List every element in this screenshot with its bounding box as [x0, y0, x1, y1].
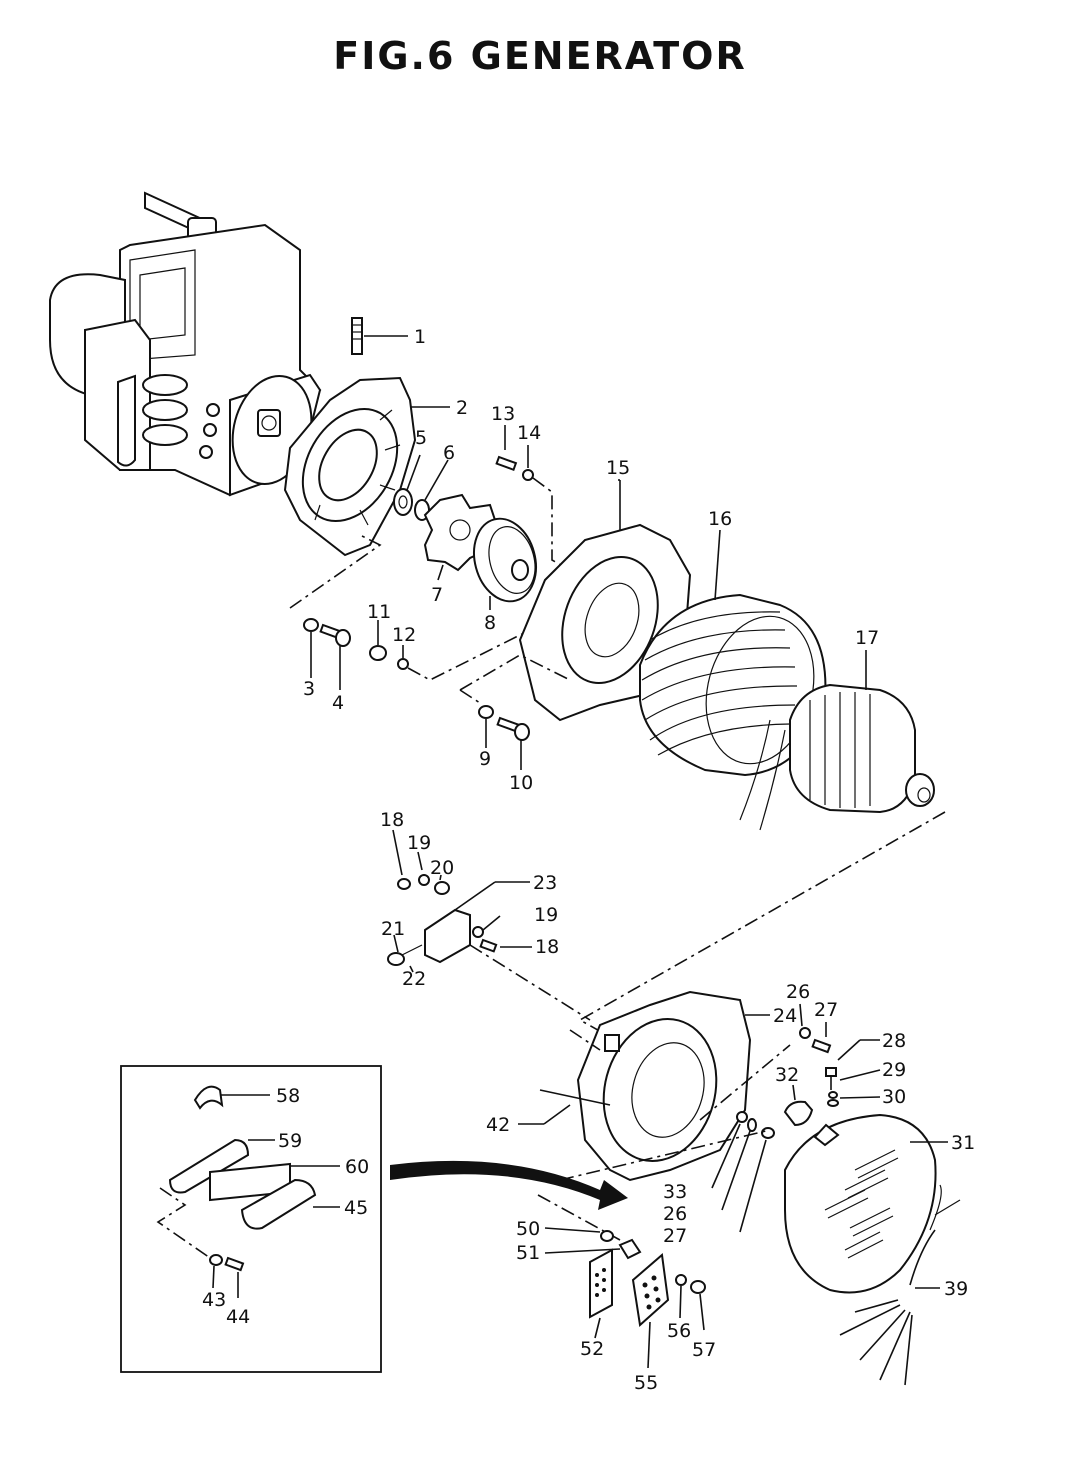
part-8-hub	[473, 517, 537, 610]
label-16: 16	[708, 508, 732, 530]
label-59: 59	[278, 1130, 302, 1152]
label-14: 14	[517, 422, 541, 444]
label-6: 6	[443, 442, 455, 464]
label-1: 1	[414, 326, 426, 348]
label-45: 45	[344, 1197, 368, 1219]
label-19b: 19	[534, 904, 558, 926]
label-32: 32	[775, 1064, 799, 1086]
label-24: 24	[773, 1005, 797, 1027]
label-44: 44	[226, 1306, 250, 1328]
inset-box	[120, 1065, 382, 1373]
label-26-lower: 26	[663, 1203, 687, 1225]
part-51-connector	[544, 1238, 642, 1260]
label-27-lower: 27	[663, 1225, 687, 1247]
part-26-washer-top	[799, 1003, 811, 1039]
part-13-bolt	[495, 425, 518, 472]
label-31: 31	[951, 1132, 975, 1154]
label-22: 22	[402, 968, 426, 990]
part-24-end-bracket	[576, 990, 770, 1182]
direction-arrow	[390, 1160, 628, 1210]
part-4-bolt	[319, 623, 351, 690]
label-30: 30	[882, 1086, 906, 1108]
part-17-rotor	[789, 650, 935, 814]
part-33-washer	[711, 1111, 748, 1189]
label-3: 3	[303, 678, 315, 700]
label-56: 56	[667, 1320, 691, 1342]
part-56-washer	[675, 1274, 687, 1319]
label-58: 58	[276, 1085, 300, 1107]
part-27-bolt-top	[811, 1022, 832, 1054]
part-14-washer	[522, 445, 534, 481]
label-9: 9	[479, 748, 491, 770]
part-32-cap	[783, 1084, 814, 1127]
label-10: 10	[509, 772, 533, 794]
label-4: 4	[332, 692, 344, 714]
label-39: 39	[944, 1278, 968, 1300]
label-27-top: 27	[814, 999, 838, 1021]
label-13: 13	[491, 403, 515, 425]
label-12: 12	[392, 624, 416, 646]
label-52: 52	[580, 1338, 604, 1360]
label-33: 33	[663, 1181, 687, 1203]
label-57: 57	[692, 1339, 716, 1361]
label-29: 29	[882, 1059, 906, 1081]
part-31-rear-cover	[784, 1113, 961, 1386]
label-26-top: 26	[786, 981, 810, 1003]
label-55: 55	[634, 1372, 658, 1394]
part-5-spacer	[393, 454, 421, 516]
part-2-housing	[283, 376, 450, 557]
label-17: 17	[855, 627, 879, 649]
label-2: 2	[456, 397, 468, 419]
label-60: 60	[345, 1156, 369, 1178]
part-26-washer-lower	[721, 1118, 757, 1211]
label-7: 7	[431, 584, 443, 606]
label-23: 23	[533, 872, 557, 894]
part-30-washer	[827, 1096, 881, 1107]
label-5: 5	[415, 427, 427, 449]
part-29-washer	[828, 1069, 881, 1099]
part-42-rod	[518, 1089, 611, 1125]
brush-holder-group	[387, 829, 532, 973]
label-19: 19	[407, 832, 431, 854]
label-21: 21	[381, 918, 405, 940]
label-18b: 18	[535, 936, 559, 958]
engine-block	[49, 191, 322, 497]
part-9-washer	[478, 705, 494, 748]
part-55-terminal-board	[631, 1253, 670, 1369]
part-57-nut	[690, 1280, 706, 1331]
figure-title: FIG.6 GENERATOR	[333, 34, 747, 78]
label-11: 11	[367, 601, 391, 623]
part-3-washer	[303, 618, 319, 678]
part-50-bolt	[544, 1227, 614, 1242]
part-labels: 1 2 13 14 5 6 15 16 7 8 11 12 17 3 4 9 1…	[202, 326, 975, 1394]
label-42: 42	[486, 1114, 510, 1136]
label-15: 15	[606, 457, 630, 479]
part-28-screw	[825, 1039, 880, 1090]
label-50: 50	[516, 1218, 540, 1240]
part-52-plate	[589, 1248, 613, 1339]
label-20: 20	[430, 857, 454, 879]
label-18: 18	[380, 809, 404, 831]
part-11-nut	[369, 620, 387, 661]
part-10-bolt	[496, 716, 530, 770]
part-12-washer	[397, 645, 409, 670]
label-8: 8	[484, 612, 496, 634]
part-1-stud	[351, 317, 408, 355]
label-51: 51	[516, 1242, 540, 1264]
label-43: 43	[202, 1289, 226, 1311]
label-28: 28	[882, 1030, 906, 1052]
